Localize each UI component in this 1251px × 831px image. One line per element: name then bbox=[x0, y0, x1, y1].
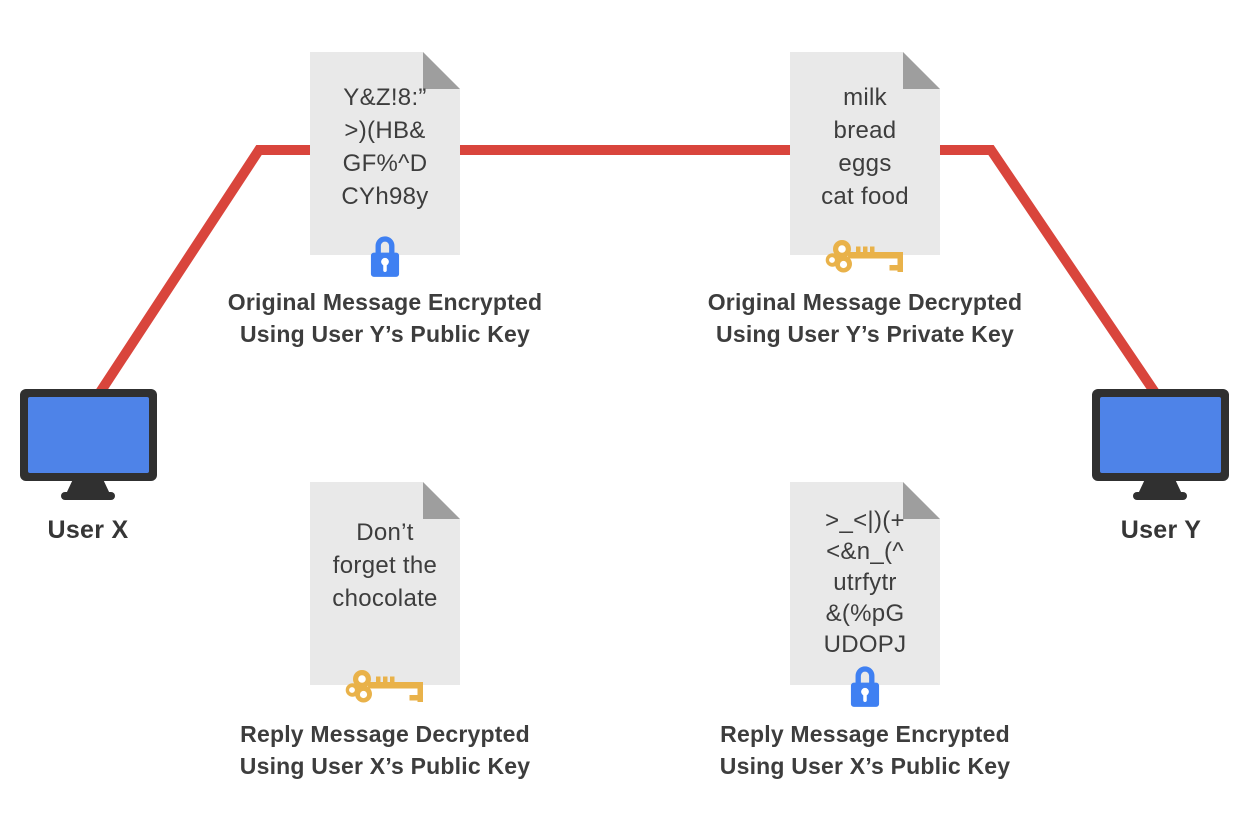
caption-line: Reply Message Encrypted bbox=[720, 721, 1010, 747]
key-icon bbox=[825, 240, 903, 273]
caption-original-encrypted: Original Message Encrypted Using User Y’… bbox=[170, 286, 600, 350]
user-x-monitor bbox=[20, 389, 157, 481]
user-y-label: User Y bbox=[1120, 516, 1202, 544]
monitor-base bbox=[61, 492, 115, 500]
document-text-line: >)(HB& bbox=[344, 117, 426, 144]
document-text-line: >_<|)(+ bbox=[825, 507, 905, 534]
monitor-base bbox=[1133, 492, 1187, 500]
document-text: milk bread eggs cat food bbox=[790, 52, 940, 213]
red-transmission-line bbox=[90, 145, 1165, 403]
caption-reply-encrypted: Reply Message Encrypted Using User X’s P… bbox=[650, 718, 1080, 782]
document-original-encrypted: Y&Z!8:” >)(HB& GF%^D CYh98y bbox=[310, 52, 460, 277]
caption-original-decrypted: Original Message Decrypted Using User Y’… bbox=[650, 286, 1080, 350]
caption-line: Original Message Encrypted bbox=[227, 289, 543, 315]
document-text: Don’t forget the chocolate bbox=[310, 482, 460, 615]
document-text-line: CYh98y bbox=[341, 183, 429, 210]
caption-line: Using User Y’s Private Key bbox=[716, 321, 1014, 347]
monitor-screen bbox=[28, 397, 149, 473]
monitor-screen bbox=[1100, 397, 1221, 473]
lock-icon bbox=[850, 666, 880, 707]
monitor-stand bbox=[66, 480, 110, 494]
document-reply-decrypted: Don’t forget the chocolate bbox=[310, 482, 460, 703]
document-text: >_<|)(+ <&n_(^ utrfytr &(%pG UDOPJ bbox=[790, 482, 940, 660]
document-text-line: milk bbox=[843, 84, 887, 111]
document-text-line: cat food bbox=[821, 183, 909, 210]
caption-reply-decrypted: Reply Message Decrypted Using User X’s P… bbox=[170, 718, 600, 782]
document-text-line: Don’t bbox=[356, 519, 414, 546]
document-original-decrypted: milk bread eggs cat food bbox=[790, 52, 940, 273]
document-text-line: GF%^D bbox=[342, 150, 428, 177]
document-text: Y&Z!8:” >)(HB& GF%^D CYh98y bbox=[310, 52, 460, 213]
user-y-monitor bbox=[1092, 389, 1229, 481]
monitor-stand bbox=[1138, 480, 1182, 494]
document-text-line: chocolate bbox=[332, 585, 438, 612]
caption-line: Using User Y’s Public Key bbox=[239, 321, 531, 347]
document-text-line: bread bbox=[833, 117, 897, 144]
document-reply-encrypted: >_<|)(+ <&n_(^ utrfytr &(%pG UDOPJ bbox=[790, 482, 940, 707]
document-text-line: eggs bbox=[838, 150, 892, 177]
lock-icon bbox=[370, 236, 400, 277]
caption-line: Using User X’s Public Key bbox=[719, 753, 1011, 779]
caption-line: Reply Message Decrypted bbox=[240, 721, 530, 747]
document-text-line: UDOPJ bbox=[823, 631, 907, 658]
user-x-label: User X bbox=[47, 516, 129, 544]
document-text-line: &(%pG bbox=[825, 600, 905, 627]
caption-line: Using User X’s Public Key bbox=[239, 753, 531, 779]
document-text-line: Y&Z!8:” bbox=[343, 84, 427, 111]
document-text-line: utrfytr bbox=[833, 569, 897, 596]
document-text-line: forget the bbox=[332, 552, 438, 579]
document-text-line: <&n_(^ bbox=[826, 538, 904, 565]
key-icon bbox=[345, 670, 423, 703]
caption-line: Original Message Decrypted bbox=[707, 289, 1023, 315]
